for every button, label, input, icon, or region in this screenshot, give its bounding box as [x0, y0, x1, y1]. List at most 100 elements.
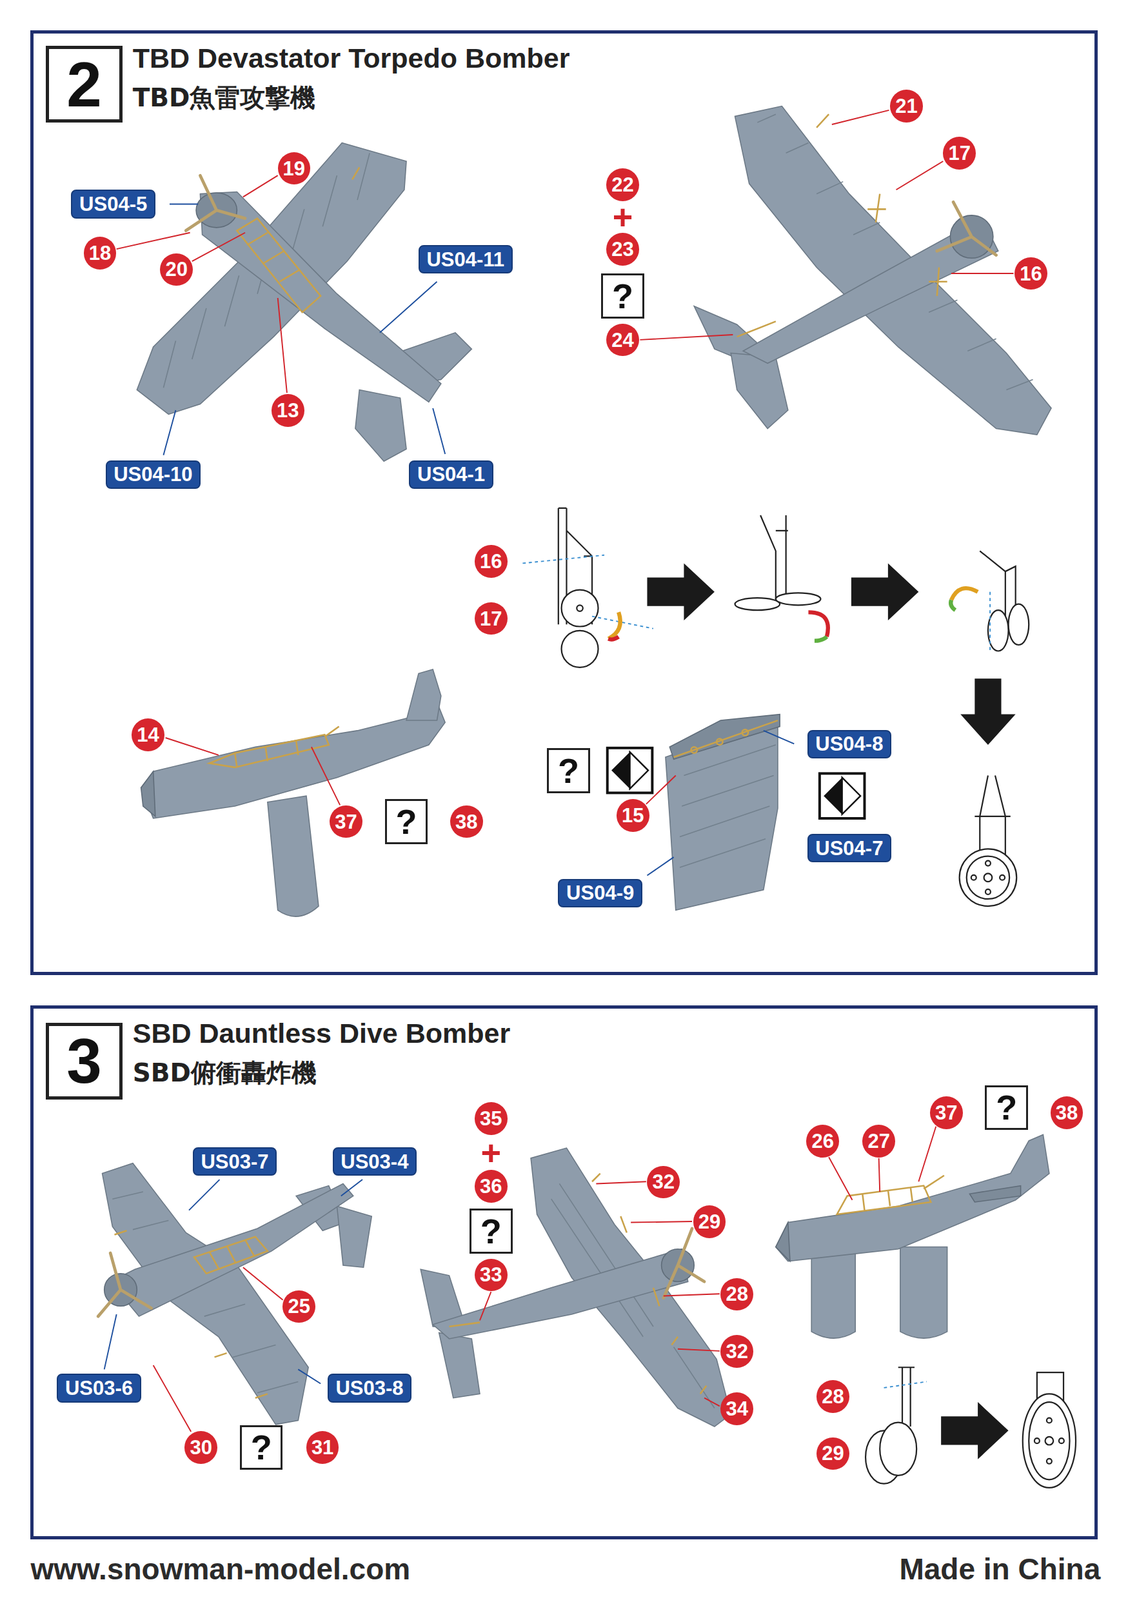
part-code: US04-8: [815, 733, 883, 754]
part-code-tag: US03-8: [327, 1373, 412, 1403]
part-code: US04-5: [79, 194, 148, 215]
tbd-underside-view: [737, 114, 948, 337]
sbd-top-view: [98, 1253, 151, 1317]
part-code-tag: US03-6: [56, 1373, 141, 1403]
sbd-side-view: [900, 1247, 948, 1339]
callout-number: 37: [935, 1102, 958, 1123]
landing-gear-steps: [879, 1422, 917, 1476]
callout-number: 15: [616, 799, 650, 832]
callout-number: 22: [611, 174, 634, 195]
landing-gear-steps: [561, 630, 599, 668]
tbd-top-view: [199, 191, 441, 402]
callout-number: 16: [1019, 263, 1042, 284]
part-code-tag: US03-4: [332, 1147, 417, 1176]
part-code-tag: US04-7: [807, 833, 892, 863]
landing-gear-steps: [950, 599, 956, 611]
panel-heading: TBD Devastator Torpedo Bomber: [132, 42, 571, 75]
fold-symbol: [823, 777, 842, 815]
landing-gear-steps: [760, 515, 789, 602]
part-code-tag: US04-5: [70, 189, 155, 218]
fold-symbol: [630, 752, 649, 789]
part-code-tag: US04-1: [408, 460, 493, 489]
callout-number: 13: [271, 394, 305, 427]
leader-line: [646, 730, 794, 876]
part-code-tag: US04-8: [807, 730, 892, 759]
leader-line: [153, 1267, 284, 1432]
callout-number: 19: [277, 152, 311, 186]
step-number-box: 2: [45, 45, 123, 123]
callout-number: 37: [329, 805, 363, 839]
landing-gear-steps: [1028, 1402, 1070, 1480]
callout-number: 16: [479, 551, 502, 572]
optional-part-box: ?: [239, 1425, 283, 1471]
tbd-top-view: [355, 389, 407, 462]
callout-number: 31: [306, 1431, 340, 1465]
sbd-side-view: [775, 1222, 791, 1262]
callout-number: 20: [165, 259, 188, 280]
callout-number: 19: [283, 158, 306, 179]
landing-gear-steps: [814, 636, 827, 641]
tbd-top-view: [136, 143, 472, 462]
callout-number: 21: [890, 89, 923, 123]
sbd-top-view: [194, 1236, 268, 1274]
callout-number: 17: [474, 602, 508, 636]
part-code: US04-9: [566, 882, 634, 903]
sbd-underside-view: [439, 1332, 480, 1398]
callout-number: 35: [479, 1108, 502, 1129]
leader-line: [116, 175, 446, 456]
sbd-top-view: [114, 1230, 268, 1398]
callout-number: 34: [720, 1392, 754, 1426]
tbd-top-view: [352, 167, 360, 180]
callout-number: 33: [479, 1264, 502, 1285]
leader-line: [479, 1181, 720, 1406]
landing-gear-steps: [898, 1367, 915, 1427]
leader-line: [104, 1179, 363, 1432]
callout-number: 30: [184, 1431, 218, 1465]
wing-fold-view: [673, 720, 778, 758]
leader-line: [104, 1179, 363, 1384]
tbd-side-view: [141, 669, 446, 917]
part-code-tag: US03-7: [192, 1147, 277, 1176]
callout-number: 37: [930, 1096, 963, 1130]
plus-sign: +: [612, 199, 634, 235]
landing-gear-steps: [851, 563, 919, 621]
tbd-top-view: [185, 175, 246, 231]
callout-number: 18: [83, 236, 117, 270]
callout-number: 21: [895, 96, 918, 117]
leader-line: [639, 110, 1014, 340]
landing-gear-steps: [646, 563, 714, 621]
landing-gear-steps: [1045, 1436, 1054, 1446]
tbd-side-view: [406, 669, 442, 721]
part-code: US04-7: [815, 838, 883, 859]
sbd-side-view: [969, 1186, 1021, 1203]
optional-part-box: ?: [984, 1085, 1028, 1131]
part-code-tag: US04-9: [557, 879, 642, 908]
sbd-side-view: [811, 1253, 856, 1339]
landing-gear-steps: [966, 856, 1010, 900]
callout-number: 37: [334, 811, 357, 832]
callout-number: 28: [821, 1386, 844, 1407]
callout-number: 29: [693, 1205, 727, 1239]
part-code: US03-7: [200, 1151, 269, 1172]
callout-number: 17: [479, 608, 502, 629]
callout-number: 23: [611, 239, 634, 260]
question-mark: ?: [612, 278, 634, 314]
leader-line: [639, 110, 1014, 340]
leader-line: [646, 730, 794, 876]
leader-line: [479, 1181, 720, 1406]
landing-gear-steps: [974, 775, 1010, 858]
landing-gear-steps: [775, 592, 822, 605]
step-panel: 221191722US04-518US04-11232016?2413US04-…: [30, 30, 1098, 975]
landing-gear-steps: [865, 1367, 1076, 1488]
panel-heading: TBD魚雷攻撃機: [132, 80, 317, 116]
optional-part-box: ?: [546, 748, 590, 794]
callout-number: 26: [806, 1124, 840, 1158]
tbd-side-view: [267, 795, 319, 917]
part-code: US04-1: [417, 464, 485, 485]
callout-number: 29: [698, 1211, 721, 1232]
landing-gear-steps: [576, 604, 583, 611]
landing-gear-steps: [1058, 1438, 1065, 1444]
callout-number: 23: [606, 232, 640, 266]
fold-symbol: [819, 773, 865, 819]
